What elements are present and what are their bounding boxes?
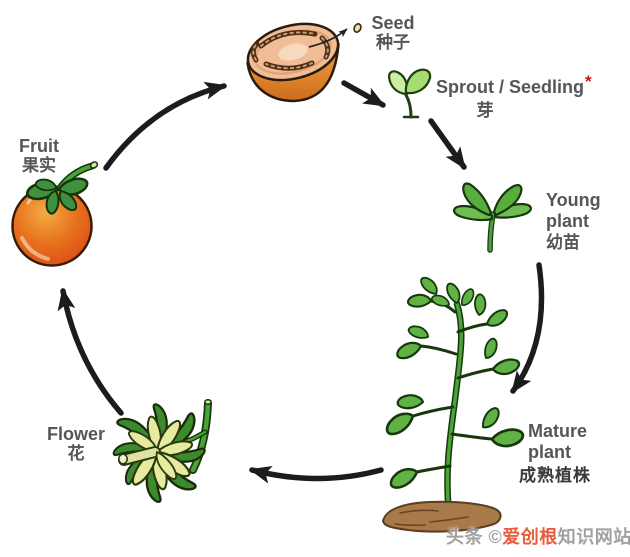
watermark: 头条 ©爱创根知识网站 bbox=[446, 523, 630, 549]
seed-icon bbox=[308, 23, 362, 48]
sprout-label-zh-wrap: 芽 bbox=[469, 101, 501, 121]
young-plant-icon bbox=[453, 182, 532, 253]
mature-plant-label-en1: Mature bbox=[528, 421, 588, 441]
seed-pointer-arrow bbox=[308, 28, 348, 48]
mature-plant-label-en2: plant bbox=[528, 442, 571, 462]
watermark-prefix: 头条 © bbox=[446, 527, 503, 547]
young-plant-label-zh: 幼苗 bbox=[546, 233, 580, 252]
cycle-arrows bbox=[57, 80, 545, 484]
watermark-brand: 爱创根 bbox=[502, 527, 558, 547]
sprout-label-zh: 芽 bbox=[476, 101, 494, 120]
arrow-mature-plant-to-flower bbox=[249, 466, 384, 484]
flower-label-zh: 花 bbox=[67, 444, 85, 463]
arrow-young-plant-to-mature-plant bbox=[510, 262, 545, 394]
seed-label-zh: 种子 bbox=[376, 33, 410, 52]
sprout-label-en: Sprout / Seedling bbox=[436, 77, 585, 97]
arrow-cut-tomato-to-sprout bbox=[341, 80, 386, 108]
arrow-flower-to-fruit bbox=[57, 288, 124, 416]
fruit-label: Fruit 果实 bbox=[14, 136, 64, 176]
arrow-sprout-to-young-plant bbox=[428, 118, 467, 170]
arrow-fruit-to-cut-tomato bbox=[103, 81, 227, 171]
seed-label-en: Seed bbox=[371, 13, 415, 33]
flower-label-en: Flower bbox=[46, 424, 105, 444]
sprout-icon bbox=[387, 68, 432, 119]
sprout-label: Sprout / Seedling* bbox=[436, 72, 592, 99]
fruit-label-en: Fruit bbox=[19, 136, 59, 156]
young-plant-label-en2: plant bbox=[546, 211, 589, 231]
fruit-tomato-icon bbox=[11, 161, 99, 267]
flower-icon bbox=[112, 399, 212, 504]
young-plant-label: Young plant 幼苗 bbox=[546, 190, 601, 253]
soil-icon bbox=[382, 500, 502, 533]
flower-label: Flower 花 bbox=[44, 424, 108, 464]
seed-label: Seed 种子 bbox=[366, 13, 420, 53]
mature-plant-label-zh: 成熟植株 bbox=[519, 466, 591, 485]
young-plant-label-en1: Young bbox=[546, 190, 601, 210]
mature-plant-icon bbox=[382, 273, 526, 533]
footnote-asterisk: * bbox=[585, 72, 592, 91]
fruit-label-zh: 果实 bbox=[22, 156, 56, 175]
mature-plant-label: Mature plant 成熟植株 bbox=[519, 421, 591, 486]
cut-tomato-icon bbox=[246, 22, 340, 103]
watermark-suffix: 知识网站 bbox=[557, 527, 630, 547]
